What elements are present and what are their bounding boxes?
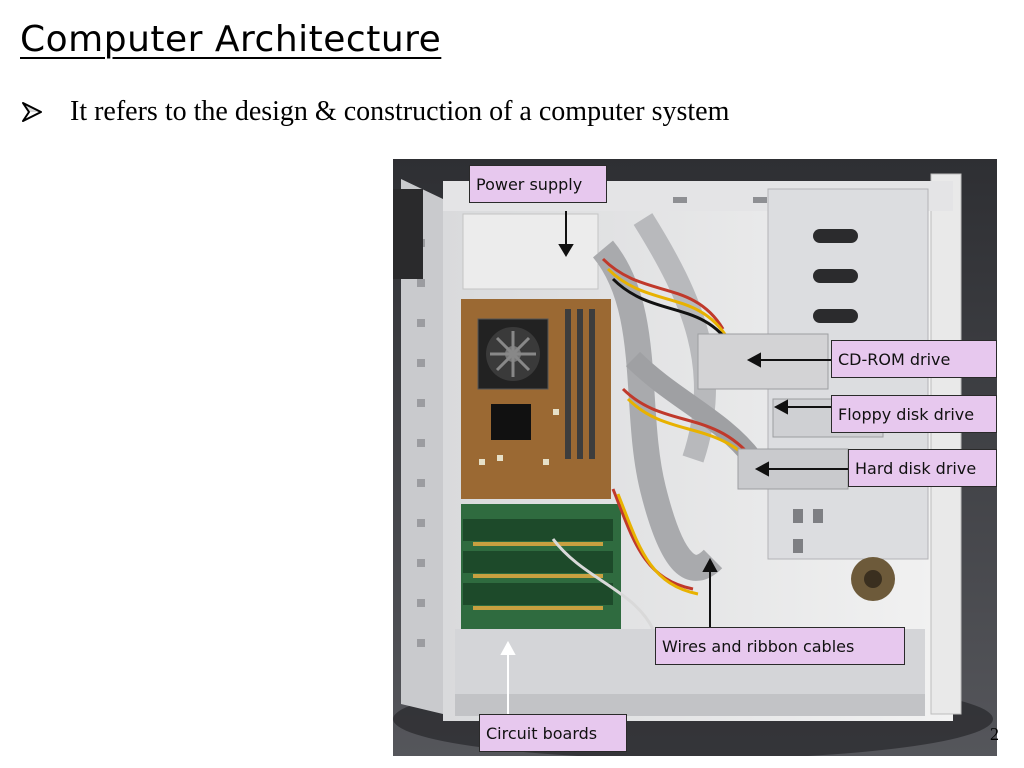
label-cd-rom-drive: CD-ROM drive [831, 340, 997, 378]
arrowhead-bullet-icon [22, 102, 42, 122]
bullet-item: It refers to the design & construction o… [20, 96, 729, 128]
label-floppy-disk-drive: Floppy disk drive [831, 395, 997, 433]
label-wires-and-ribbon-cables: Wires and ribbon cables [655, 627, 905, 665]
bullet-text: It refers to the design & construction o… [70, 96, 730, 127]
computer-case-photo: Power supply CD-ROM drive Floppy disk dr… [393, 159, 997, 756]
slide-title: Computer Architecture [20, 19, 442, 60]
label-hard-disk-drive: Hard disk drive [848, 449, 997, 487]
label-circuit-boards: Circuit boards [479, 714, 627, 752]
label-power-supply: Power supply [469, 165, 607, 203]
page-number: 2 [990, 724, 999, 744]
